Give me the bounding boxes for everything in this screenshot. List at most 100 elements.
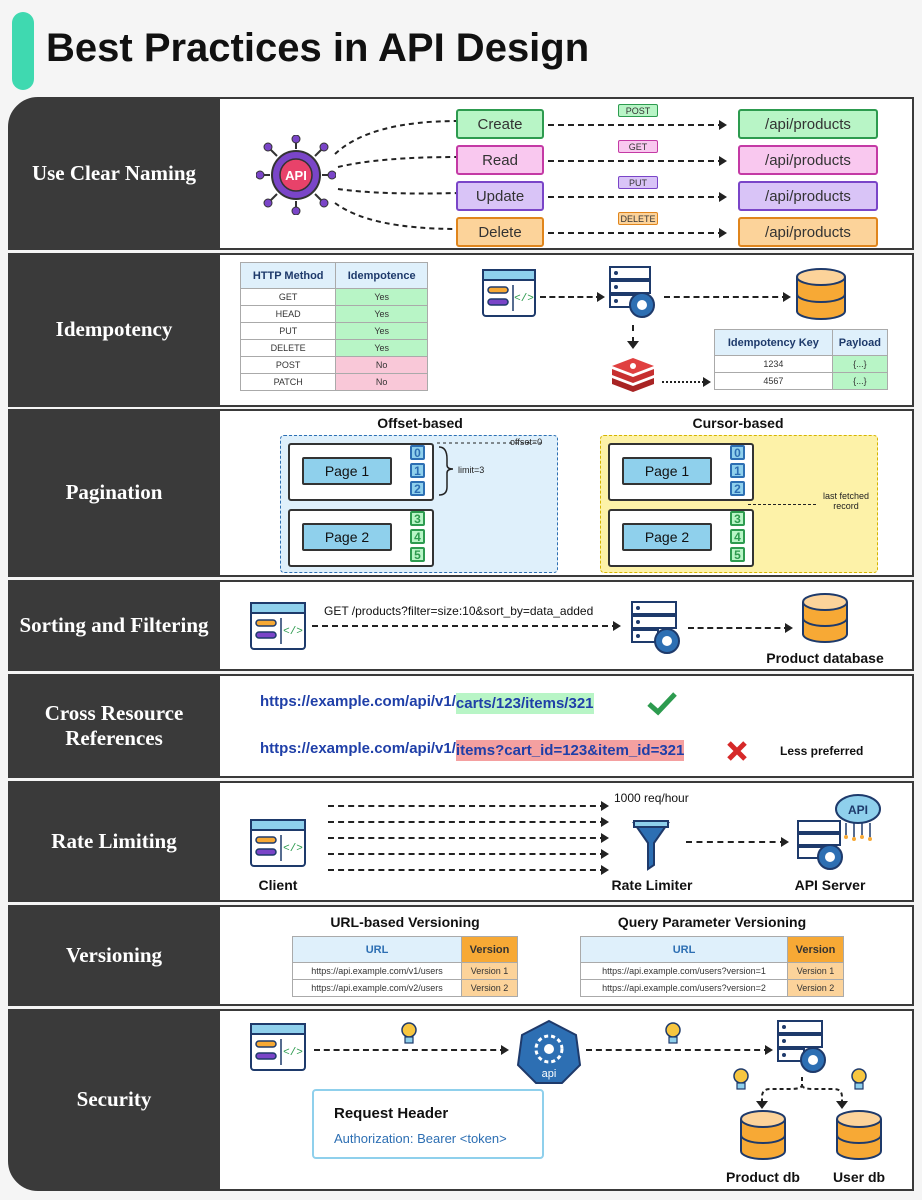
table-header: Payload (831, 329, 889, 356)
svg-text:</>: </> (283, 626, 303, 638)
section-label: Security (76, 1087, 152, 1112)
table-header: Idempotence (335, 262, 428, 289)
limit-note: limit=3 (458, 465, 485, 475)
client-window-icon: </> (482, 269, 536, 317)
arrow (540, 292, 605, 302)
arrow (548, 156, 727, 166)
section-label: Cross Resource References (44, 700, 184, 750)
table-cell: Version 1 (787, 962, 844, 980)
server-gear-icon (609, 266, 655, 318)
section-label: Rate Limiting (51, 828, 177, 853)
arrow (586, 1045, 773, 1055)
page-button[interactable]: Page 1 (622, 457, 712, 485)
arrow (548, 120, 727, 130)
page-item-number: 3 (410, 511, 425, 526)
table-cell: https://api.example.com/v2/users (292, 979, 462, 997)
table-cell: Version 2 (461, 979, 518, 997)
api-gateway-icon: api (516, 1019, 582, 1084)
client-window-icon: </> (250, 819, 306, 867)
section-security: Security </> api (8, 1009, 914, 1191)
server-gear-icon (631, 601, 680, 654)
table-cell: Yes (335, 305, 428, 323)
arrow (548, 228, 727, 238)
page-item-number: 1 (410, 463, 425, 478)
url-base: https://example.com/api/v1/ (260, 740, 456, 757)
lightbulb-icon (401, 1022, 417, 1044)
table-header: HTTP Method (239, 262, 337, 289)
check-icon (647, 692, 677, 716)
arrow (688, 623, 793, 633)
request-arrow (328, 833, 609, 843)
section-content: </> Client 1000 req/hour Rate Limiter AP… (220, 783, 912, 900)
method-tag: PUT (618, 176, 658, 189)
url-good-path: carts/123/items/321 (455, 693, 594, 714)
server-gear-icon (777, 1020, 826, 1073)
table-cell: PATCH (239, 373, 337, 391)
table-cell: Yes (335, 288, 428, 306)
arrow (662, 377, 711, 387)
table-row: 4567{...} (714, 372, 889, 390)
method-tag: POST (618, 104, 658, 117)
request-arrow (328, 801, 609, 811)
table-cell: PUT (239, 322, 337, 340)
table-cell: Yes (335, 322, 428, 340)
table-cell: DELETE (239, 339, 337, 357)
cursor-note: last fetched record (822, 491, 870, 511)
table-header: Version (787, 936, 844, 963)
request-header-value: Authorization: Bearer <token> (334, 1131, 507, 1146)
api-gear-icon: API (256, 135, 336, 215)
page-item-number: 4 (410, 529, 425, 544)
section-content: </> GET /products?filter=size:10&sort_by… (220, 582, 912, 669)
url-base: https://example.com/api/v1/ (260, 693, 456, 710)
offset-bracket (437, 442, 545, 496)
table-cell: HEAD (239, 305, 337, 323)
section-label: Sorting and Filtering (19, 612, 209, 637)
table-cell: Version 1 (461, 962, 518, 980)
cursor-pointer-line (748, 504, 816, 505)
client-window-icon: </> (250, 1023, 306, 1071)
table-cell: No (335, 373, 428, 391)
table-cell: {...} (831, 355, 889, 373)
page-button[interactable]: Page 1 (302, 457, 392, 485)
page-item-number: 2 (410, 481, 425, 496)
client-window-icon: </> (250, 602, 306, 650)
api-server-icon: API (797, 794, 881, 870)
lightbulb-icon (665, 1022, 681, 1044)
page-item-number: 0 (410, 445, 425, 460)
table-header: URL (580, 936, 788, 963)
section-label: Use Clear Naming (31, 160, 197, 185)
endpoint-pill: /api/products (738, 217, 878, 247)
table-cell: GET (239, 288, 337, 306)
operation-pill: Update (456, 181, 544, 211)
section-sorting: Sorting and Filtering </> GET /products?… (8, 580, 914, 671)
request-header-title: Request Header (334, 1105, 449, 1122)
endpoint-pill: /api/products (738, 181, 878, 211)
gateway-label: api (542, 1068, 557, 1080)
good-url: https://example.com/api/v1/carts/123/ite… (260, 693, 594, 714)
operation-pill: Read (456, 145, 544, 175)
page-item-number: 2 (730, 481, 745, 496)
table-header: Idempotency Key (714, 329, 833, 356)
page-button[interactable]: Page 2 (622, 523, 712, 551)
database-icon (802, 593, 848, 643)
database-icon (796, 268, 846, 320)
lightbulb-icon (851, 1068, 867, 1090)
request-header-box: Request Header Authorization: Bearer <to… (312, 1089, 544, 1159)
title-accent-bar (12, 12, 34, 90)
bad-url: https://example.com/api/v1/items?cart_id… (260, 740, 685, 761)
page-button[interactable]: Page 2 (302, 523, 392, 551)
table-cell: Yes (335, 339, 428, 357)
cloud-label: API (848, 803, 868, 817)
page-item-number: 5 (730, 547, 745, 562)
funnel-icon (632, 820, 670, 871)
page-item-number: 0 (730, 445, 745, 460)
